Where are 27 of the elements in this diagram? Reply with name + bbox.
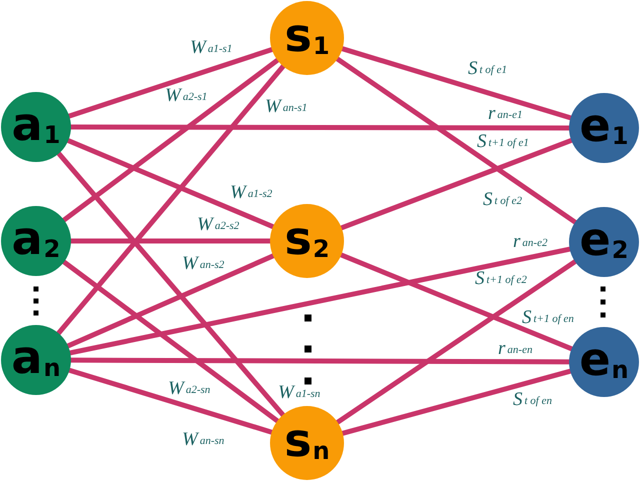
connector-line	[62, 58, 280, 223]
connector-line	[70, 238, 271, 244]
node-label: e$_{n}$	[579, 336, 629, 382]
node-label: s$_{n}$	[284, 417, 330, 463]
connector-line	[70, 358, 570, 364]
connector-line	[70, 124, 570, 130]
node-label: s$_{2}$	[284, 215, 330, 261]
connector-line	[340, 46, 572, 121]
connector-line	[68, 368, 274, 435]
connector-line	[62, 259, 280, 424]
connector-line	[68, 246, 572, 356]
connector-line	[66, 138, 275, 230]
node-label: e$_{2}$	[580, 216, 628, 262]
connector-line	[56, 151, 286, 418]
connector-line	[339, 252, 574, 352]
node-label: a$_{2}$	[12, 215, 60, 261]
connector-line	[56, 64, 286, 336]
node-label: s$_{1}$	[284, 12, 330, 58]
node-label: e$_{1}$	[580, 102, 628, 148]
node-label: a$_{1}$	[12, 101, 60, 147]
connector-line	[66, 253, 276, 349]
connector-line	[68, 46, 274, 119]
connector-line	[340, 138, 574, 231]
node-label: a$_{n}$	[11, 334, 61, 380]
connector-line	[341, 368, 572, 436]
connector-line	[335, 56, 578, 225]
connector-line	[335, 258, 578, 425]
